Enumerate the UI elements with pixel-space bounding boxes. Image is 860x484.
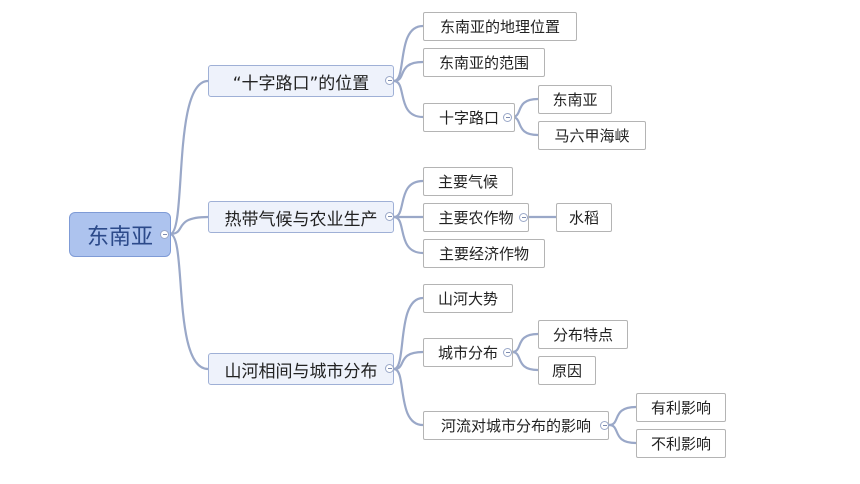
- connector-root-branch-3: [169, 232, 209, 371]
- city-distribution-collapse-toggle[interactable]: [503, 348, 512, 357]
- node-strait-of-malacca[interactable]: 马六甲海峡: [538, 121, 646, 150]
- connector-crossroads-c1: [511, 97, 539, 119]
- root-collapse-toggle[interactable]: [160, 230, 169, 239]
- node-region-scope[interactable]: 东南亚的范围: [423, 48, 545, 77]
- branch-tropical-climate-agriculture[interactable]: 热带气候与农业生产: [208, 201, 394, 233]
- connector-b3-c1: [393, 296, 424, 371]
- node-distribution-features[interactable]: 分布特点: [538, 320, 628, 349]
- connector-root-branch-1: [169, 79, 209, 236]
- connector-b2-c3: [393, 215, 424, 255]
- node-negative-impact[interactable]: 不利影响: [636, 429, 726, 458]
- connector-b3-c2: [393, 350, 424, 371]
- connector-crossroads-c2: [511, 115, 539, 137]
- connector-river-c2: [608, 423, 637, 445]
- node-river-impact-on-cities[interactable]: 河流对城市分布的影响: [423, 411, 609, 440]
- main-crops-collapse-toggle[interactable]: [519, 213, 528, 222]
- connector-city-c2: [511, 350, 539, 372]
- node-cash-crops[interactable]: 主要经济作物: [423, 239, 545, 268]
- branch-mountains-rivers-cities[interactable]: 山河相间与城市分布: [208, 353, 394, 385]
- node-mountain-river-layout[interactable]: 山河大势: [423, 284, 513, 313]
- connector-city-c1: [511, 332, 539, 354]
- connector-b1-c1: [393, 24, 424, 83]
- connector-river-c1: [608, 405, 637, 427]
- branch-climate-collapse-toggle[interactable]: [385, 212, 394, 221]
- river-impact-collapse-toggle[interactable]: [600, 421, 609, 430]
- branch-crossroads-location[interactable]: “十字路口”的位置: [208, 65, 394, 97]
- node-geographic-position[interactable]: 东南亚的地理位置: [423, 12, 577, 41]
- root-node[interactable]: 东南亚: [69, 212, 171, 257]
- connector-b1-c3: [393, 79, 424, 119]
- node-city-distribution[interactable]: 城市分布: [423, 338, 513, 367]
- node-crossroads[interactable]: 十字路口: [423, 103, 515, 132]
- crossroads-collapse-toggle[interactable]: [503, 113, 512, 122]
- node-positive-impact[interactable]: 有利影响: [636, 393, 726, 422]
- node-reasons[interactable]: 原因: [538, 356, 596, 385]
- branch-cities-collapse-toggle[interactable]: [385, 364, 394, 373]
- connector-b2-c1: [393, 179, 424, 219]
- node-main-crops[interactable]: 主要农作物: [423, 203, 529, 232]
- node-rice[interactable]: 水稻: [556, 203, 612, 232]
- connector-root-branch-2: [169, 215, 209, 236]
- branch-crossroads-collapse-toggle[interactable]: [385, 76, 394, 85]
- connector-b3-c3: [393, 367, 424, 427]
- node-southeast-asia[interactable]: 东南亚: [538, 85, 612, 114]
- node-main-climate[interactable]: 主要气候: [423, 167, 513, 196]
